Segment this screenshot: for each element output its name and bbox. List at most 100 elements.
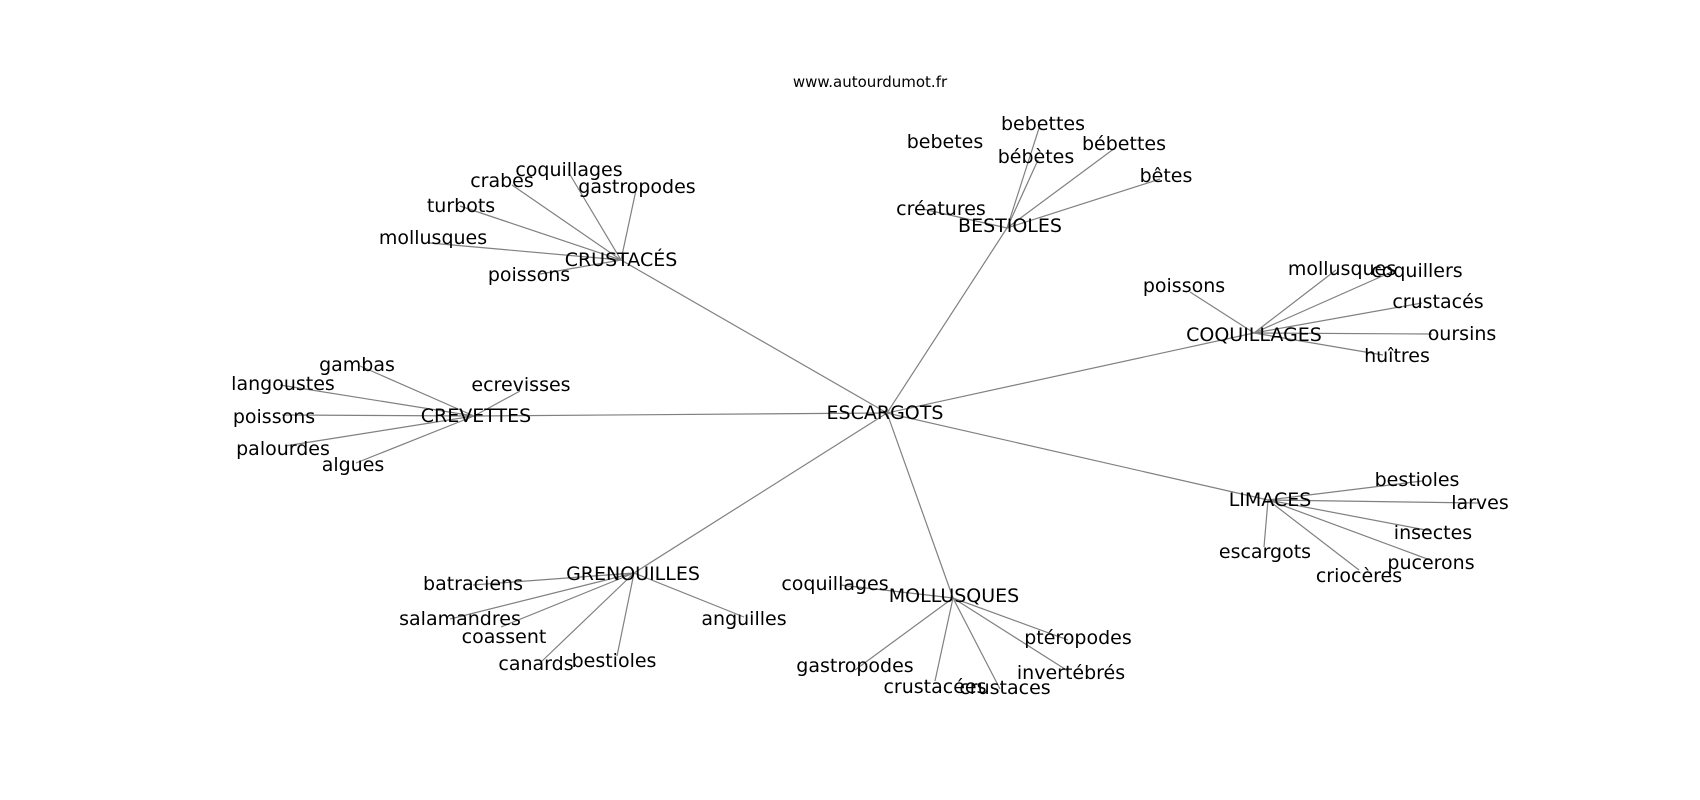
node-leaf-crevettes-gambas[interactable]: gambas [319, 354, 395, 376]
node-leaf-grenouilles-coassent[interactable]: coassent [462, 626, 547, 648]
node-hub-grenouilles[interactable]: GRENOUILLES [566, 563, 700, 585]
edge-grenouilles-anguilles [633, 572, 745, 618]
node-leaf-crustaces-gastropodes[interactable]: gastropodes [578, 176, 695, 198]
node-leaf-limaces-pucerons[interactable]: pucerons [1387, 552, 1474, 574]
edge-grenouilles-salamandres [449, 572, 635, 620]
node-leaf-limaces-larves[interactable]: larves [1451, 492, 1509, 514]
edge-root-coquillages [886, 332, 1255, 414]
node-leaf-crustaces-crabes[interactable]: crabes [470, 170, 534, 192]
node-leaf-coquillages-oursins[interactable]: oursins [1428, 323, 1497, 345]
edge-root-crustaces [620, 259, 888, 414]
edge-coquillages-huitres [1253, 332, 1384, 356]
edge-mollusques-gastropodes [854, 597, 954, 671]
node-hub-coquillages[interactable]: COQUILLAGES [1186, 324, 1322, 346]
node-leaf-crevettes-palourdes[interactable]: palourdes [236, 438, 330, 460]
node-leaf-mollusques-pteropodes[interactable]: ptéropodes [1024, 627, 1132, 649]
edge-crustaces-coquillages [568, 172, 622, 261]
edge-crevettes-gambas [359, 365, 475, 417]
edge-mollusques-pteropodes [952, 597, 1069, 641]
node-leaf-limaces-crioceres[interactable]: criocères [1316, 565, 1402, 587]
node-hub-limaces[interactable]: LIMACES [1229, 489, 1312, 511]
edge-coquillages-oursins [1253, 332, 1433, 335]
site-url[interactable]: www.autourdumot.fr [793, 73, 948, 91]
edge-bestioles-bebetes [1006, 159, 1039, 229]
node-root-escargots[interactable]: ESCARGOTS [827, 402, 944, 424]
node-hub-crevettes[interactable]: CREVETTES [421, 405, 531, 427]
node-leaf-bestioles-bebetes[interactable]: bebetes [907, 131, 984, 153]
node-leaf-crustaces-mollusques[interactable]: mollusques [379, 227, 487, 249]
node-leaf-mollusques-crustaces[interactable]: crustaces [959, 677, 1050, 699]
node-hub-bestioles[interactable]: BESTIOLES [958, 215, 1062, 237]
node-leaf-limaces-insectes[interactable]: insectes [1394, 522, 1472, 544]
edge-crevettes-palourdes [284, 415, 475, 447]
node-leaf-coquillages-mollusques[interactable]: mollusques [1288, 258, 1396, 280]
node-leaf-bestioles-betes[interactable]: bêtes [1140, 165, 1193, 187]
node-leaf-crustaces-poissons[interactable]: poissons [488, 264, 570, 286]
edge-crustaces-mollusques [429, 242, 622, 261]
edge-crevettes-poissons [281, 414, 475, 417]
node-leaf-mollusques-coquillages[interactable]: coquillages [781, 573, 888, 595]
edge-limaces-larves [1267, 499, 1479, 504]
node-leaf-crevettes-algues[interactable]: algues [322, 454, 385, 476]
edge-bestioles-bebettes [1006, 147, 1116, 229]
edge-crustaces-poissons [539, 259, 622, 275]
edge-crustaces-crabes [511, 184, 622, 261]
node-leaf-crevettes-ecrevisses[interactable]: ecrevisses [471, 374, 570, 396]
edge-grenouilles-batraciens [472, 572, 635, 586]
node-hub-crustaces[interactable]: CRUSTACÉS [565, 248, 678, 271]
node-leaf-limaces-bestioles[interactable]: bestioles [1375, 469, 1460, 491]
edge-bestioles-creatures [922, 208, 1008, 229]
node-leaf-bestioles-bebetes[interactable]: bébètes [998, 146, 1075, 168]
edge-crevettes-langoustes [279, 384, 475, 417]
node-leaf-bestioles-bebettes[interactable]: bebettes [1001, 113, 1085, 135]
edge-root-mollusques [886, 412, 954, 599]
edge-grenouilles-canards [539, 572, 635, 664]
node-leaf-grenouilles-bestioles[interactable]: bestioles [572, 650, 657, 672]
node-leaf-crevettes-langoustes[interactable]: langoustes [231, 373, 335, 395]
edge-bestioles-betes [1006, 178, 1161, 229]
edge-mollusques-crustacees [934, 597, 954, 682]
node-leaf-crevettes-poissons[interactable]: poissons [233, 406, 315, 428]
node-leaf-grenouilles-batraciens[interactable]: batraciens [423, 573, 523, 595]
edge-limaces-pucerons [1267, 499, 1431, 561]
edge-bestioles-bebettes [1006, 124, 1041, 229]
edge-limaces-bestioles [1267, 480, 1423, 501]
graph-labels: www.autourdumot.fr ESCARGOTS BESTIOLES beb… [231, 73, 1509, 699]
edge-root-grenouilles [633, 412, 888, 574]
node-leaf-mollusques-invertebres[interactable]: invertébrés [1017, 662, 1125, 684]
edge-crevettes-ecrevisses [473, 390, 521, 417]
edge-crustaces-gastropodes [620, 189, 637, 261]
node-leaf-mollusques-crustacees[interactable]: crustacées [883, 676, 986, 698]
node-leaf-coquillages-poissons[interactable]: poissons [1143, 275, 1225, 297]
graph-edges [279, 124, 1479, 690]
edge-grenouilles-bestioles [616, 572, 635, 657]
edge-coquillages-crustaces [1253, 302, 1423, 334]
node-leaf-grenouilles-anguilles[interactable]: anguilles [701, 608, 786, 630]
node-leaf-coquillages-crustaces[interactable]: crustacés [1392, 291, 1483, 313]
edge-limaces-crioceres [1267, 499, 1360, 571]
edge-coquillages-coquillers [1253, 269, 1397, 334]
edge-crevettes-algues [355, 415, 475, 464]
node-leaf-coquillages-coquillers[interactable]: coquillers [1371, 260, 1462, 282]
edge-coquillages-mollusques [1253, 269, 1337, 334]
edge-grenouilles-coassent [500, 572, 635, 628]
node-leaf-crustaces-turbots[interactable]: turbots [427, 195, 495, 217]
node-leaf-bestioles-bebettes[interactable]: bébettes [1082, 133, 1166, 155]
node-hub-mollusques[interactable]: MOLLUSQUES [889, 585, 1019, 607]
edge-limaces-insectes [1267, 499, 1432, 532]
node-leaf-mollusques-gastropodes[interactable]: gastropodes [796, 655, 913, 677]
edge-limaces-escargots [1263, 499, 1269, 548]
node-leaf-limaces-escargots[interactable]: escargots [1219, 541, 1311, 563]
node-leaf-grenouilles-canards[interactable]: canards [498, 653, 573, 675]
edge-mollusques-invertebres [952, 597, 1069, 672]
edge-mollusques-crustaces [952, 597, 1001, 690]
edge-mollusques-coquillages [839, 584, 954, 599]
edge-coquillages-poissons [1189, 291, 1255, 334]
node-leaf-crustaces-coquillages[interactable]: coquillages [515, 159, 622, 181]
node-leaf-grenouilles-salamandres[interactable]: salamandres [399, 608, 521, 630]
edge-root-bestioles [886, 227, 1008, 414]
node-leaf-bestioles-creatures[interactable]: créatures [896, 198, 986, 220]
edge-root-crevettes [473, 412, 888, 417]
node-leaf-coquillages-huitres[interactable]: huîtres [1364, 345, 1430, 367]
